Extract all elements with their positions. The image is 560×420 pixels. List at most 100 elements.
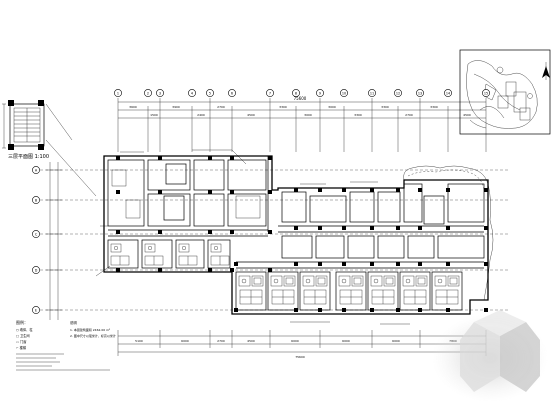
axis-bubble-9: 9 xyxy=(316,89,324,97)
svg-text:14: 14 xyxy=(446,92,450,96)
east-wing-rooms xyxy=(281,183,485,259)
column xyxy=(234,262,238,266)
svg-text:3: 3 xyxy=(159,92,161,96)
svg-text:3900: 3900 xyxy=(172,105,180,109)
bottom-dimensions xyxy=(117,330,487,356)
column xyxy=(370,308,374,312)
column xyxy=(446,226,450,230)
column xyxy=(230,190,234,194)
column xyxy=(342,188,346,192)
column xyxy=(370,188,374,192)
notes: 说明 1. 本层建筑面积 2462.00 m² 2. 图中尺寸以毫米计，标高以米… xyxy=(70,320,116,338)
axis-bubble-D: D xyxy=(32,266,40,274)
core-blocks xyxy=(111,163,445,225)
svg-text:6000: 6000 xyxy=(181,339,189,343)
svg-text:15: 15 xyxy=(484,92,488,96)
column xyxy=(418,226,422,230)
column xyxy=(208,230,212,234)
column xyxy=(446,262,450,266)
legend: 图例： ○ 墙体、柱 □ 卫生间 ▭ 门窗 ⌐ 楼梯 xyxy=(16,319,33,350)
svg-text:3000: 3000 xyxy=(304,113,312,117)
svg-text:C: C xyxy=(35,232,38,236)
svg-text:3300: 3300 xyxy=(279,105,287,109)
column xyxy=(294,226,298,230)
left-dimensions xyxy=(46,162,62,320)
axis-bubble-6: 6 xyxy=(228,89,236,97)
building-outline xyxy=(103,155,489,315)
axis-bubble-15: 15 xyxy=(482,89,490,97)
column xyxy=(446,188,450,192)
svg-text:□ 卫生间: □ 卫生间 xyxy=(16,333,30,338)
column xyxy=(116,230,120,234)
key-plan-map xyxy=(459,49,551,135)
column xyxy=(396,226,400,230)
column xyxy=(294,308,298,312)
svg-text:1: 1 xyxy=(117,92,119,96)
axis-bubble-B: B xyxy=(32,196,40,204)
total-dimension: 75600 xyxy=(294,96,307,101)
column xyxy=(158,230,162,234)
guest-room xyxy=(235,271,267,311)
column xyxy=(370,262,374,266)
svg-text:⌐ 楼梯: ⌐ 楼梯 xyxy=(16,345,27,350)
column xyxy=(484,188,488,192)
column xyxy=(234,308,238,312)
column xyxy=(318,308,322,312)
guest-room xyxy=(110,243,130,266)
svg-text:D: D xyxy=(35,268,38,272)
svg-text:6000: 6000 xyxy=(392,339,400,343)
column xyxy=(484,262,488,266)
column xyxy=(484,308,488,312)
guest-room xyxy=(431,271,463,311)
svg-text:5100: 5100 xyxy=(135,339,143,343)
column xyxy=(370,226,374,230)
column xyxy=(342,262,346,266)
column xyxy=(484,226,488,230)
guest-room xyxy=(335,271,367,311)
axis-bubble-A: A xyxy=(32,166,40,174)
axis-bubble-5: 5 xyxy=(206,89,214,97)
column xyxy=(158,190,162,194)
column xyxy=(158,268,162,272)
column xyxy=(230,230,234,234)
bottom-dimension-text: 5100 6000 2700 4500 6000 6000 6000 7800 … xyxy=(135,339,457,359)
svg-text:4: 4 xyxy=(191,92,193,96)
column xyxy=(208,190,212,194)
west-south-rooms xyxy=(110,243,230,266)
svg-text:10: 10 xyxy=(342,92,346,96)
column xyxy=(396,188,400,192)
svg-text:3300: 3300 xyxy=(381,105,389,109)
svg-text:2700: 2700 xyxy=(217,339,225,343)
axis-bubble-13: 13 xyxy=(416,89,424,97)
column xyxy=(294,188,298,192)
column xyxy=(418,262,422,266)
axis-bubbles-left: A B C D E xyxy=(32,166,40,314)
svg-text:7: 7 xyxy=(269,92,271,96)
svg-text:A: A xyxy=(35,168,38,172)
axis-bubble-2: 2 xyxy=(144,89,152,97)
column xyxy=(418,308,422,312)
guest-room xyxy=(144,243,164,266)
svg-text:9: 9 xyxy=(319,92,321,96)
svg-text:6000: 6000 xyxy=(342,339,350,343)
axis-bubble-10: 10 xyxy=(340,89,348,97)
svg-text:3300: 3300 xyxy=(354,113,362,117)
column xyxy=(116,156,120,160)
column xyxy=(418,188,422,192)
svg-text:○ 墙体、柱: ○ 墙体、柱 xyxy=(16,327,33,332)
column xyxy=(158,156,162,160)
column xyxy=(268,156,272,160)
svg-text:说明: 说明 xyxy=(70,320,77,325)
svg-text:3300: 3300 xyxy=(430,105,438,109)
guest-room xyxy=(178,243,198,266)
axis-bubble-E: E xyxy=(32,306,40,314)
svg-text:6000: 6000 xyxy=(291,339,299,343)
guest-room xyxy=(210,243,230,266)
guest-room xyxy=(399,271,431,311)
svg-text:2700: 2700 xyxy=(217,105,225,109)
landscape-outline xyxy=(403,165,494,301)
axis-bubble-3: 3 xyxy=(156,89,164,97)
column xyxy=(396,262,400,266)
svg-text:1. 本层建筑面积 2462.00 m²: 1. 本层建筑面积 2462.00 m² xyxy=(70,327,111,332)
